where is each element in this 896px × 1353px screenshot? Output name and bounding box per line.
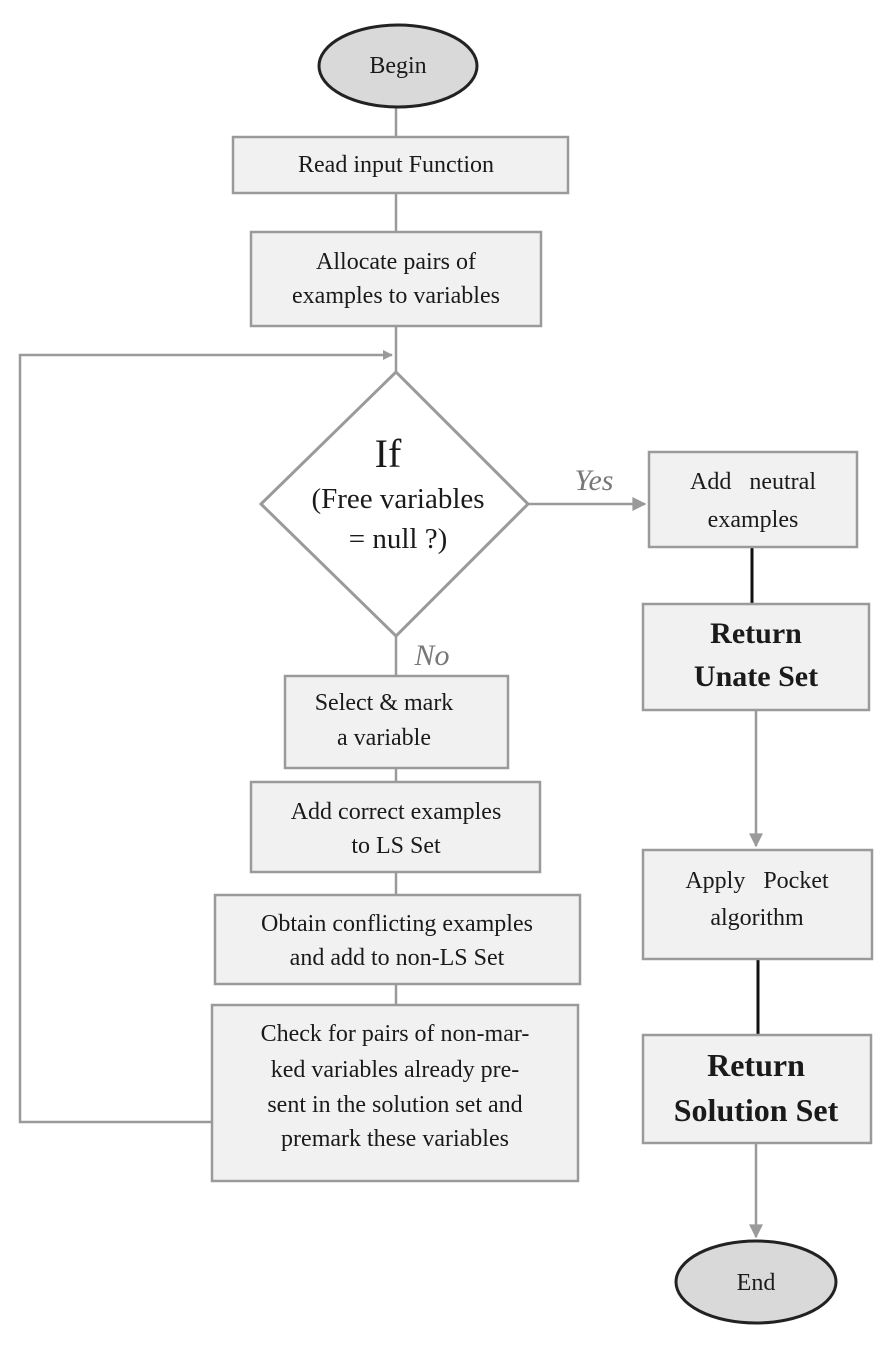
connectors: [18, 108, 763, 1239]
read-input-box: Read input Function: [231, 135, 570, 195]
edge-loop-back: [18, 350, 393, 1124]
apply-pocket-line-2: algorithm: [710, 905, 804, 931]
decision-diamond: If (Free variables = null ?): [258, 369, 531, 639]
begin-ellipse: [317, 23, 479, 109]
decision-if: If: [375, 431, 402, 476]
add-neutral-box: Add neutral examples: [647, 450, 859, 549]
select-line-1: Select & mark: [315, 690, 454, 716]
apply-pocket-box: Apply Pocket algorithm: [641, 848, 874, 961]
return-solution-box: Return Solution Set: [641, 1033, 873, 1145]
allocate-pairs-box: Allocate pairs of examples to variables: [249, 230, 543, 328]
check-line-1: Check for pairs of non-mar-: [261, 1021, 530, 1047]
check-line-2: ked variables already pre-: [271, 1057, 520, 1083]
return-solution-line-1: Return: [707, 1047, 805, 1083]
add-neutral-line-2: examples: [708, 507, 799, 533]
add-neutral-line-1: Add neutral: [690, 469, 816, 495]
add-correct-line-1: Add correct examples: [291, 799, 502, 825]
add-correct-box: Add correct examples to LS Set: [249, 780, 542, 874]
add-correct-line-2: to LS Set: [351, 833, 441, 859]
check-pairs-box: Check for pairs of non-mar- ked variable…: [210, 1003, 580, 1183]
allocate-line-2: examples to variables: [292, 283, 500, 309]
end-terminal: End: [674, 1239, 838, 1325]
allocate-line-1: Allocate pairs of: [316, 249, 476, 275]
end-ellipse: [674, 1239, 838, 1325]
obtain-line-2: and add to non-LS Set: [290, 945, 505, 971]
no-label: No: [413, 639, 449, 672]
apply-pocket-line-1: Apply Pocket: [685, 868, 829, 894]
decision-line-2: (Free variables: [311, 483, 484, 515]
read-input-label: Read input Function: [298, 152, 494, 178]
begin-terminal: Begin: [317, 23, 479, 109]
return-unate-line-2: Unate Set: [694, 660, 818, 693]
return-unate-box: Return Unate Set: [641, 602, 871, 712]
return-unate-line-1: Return: [710, 617, 802, 650]
begin-label: Begin: [369, 53, 426, 79]
obtain-line-1: Obtain conflicting examples: [261, 911, 533, 937]
decision-line-3: = null ?): [349, 523, 448, 555]
check-line-4: premark these variables: [281, 1126, 509, 1152]
yes-label: Yes: [575, 464, 614, 497]
check-line-3: sent in the solution set and: [267, 1092, 522, 1118]
select-mark-box: Select & mark a variable: [283, 674, 510, 770]
return-solution-line-2: Solution Set: [674, 1092, 839, 1128]
obtain-conflicting-box: Obtain conflicting examples and add to n…: [213, 893, 582, 986]
dark-connectors: [750, 547, 760, 1035]
end-label: End: [737, 1270, 776, 1296]
select-line-2: a variable: [337, 725, 431, 751]
